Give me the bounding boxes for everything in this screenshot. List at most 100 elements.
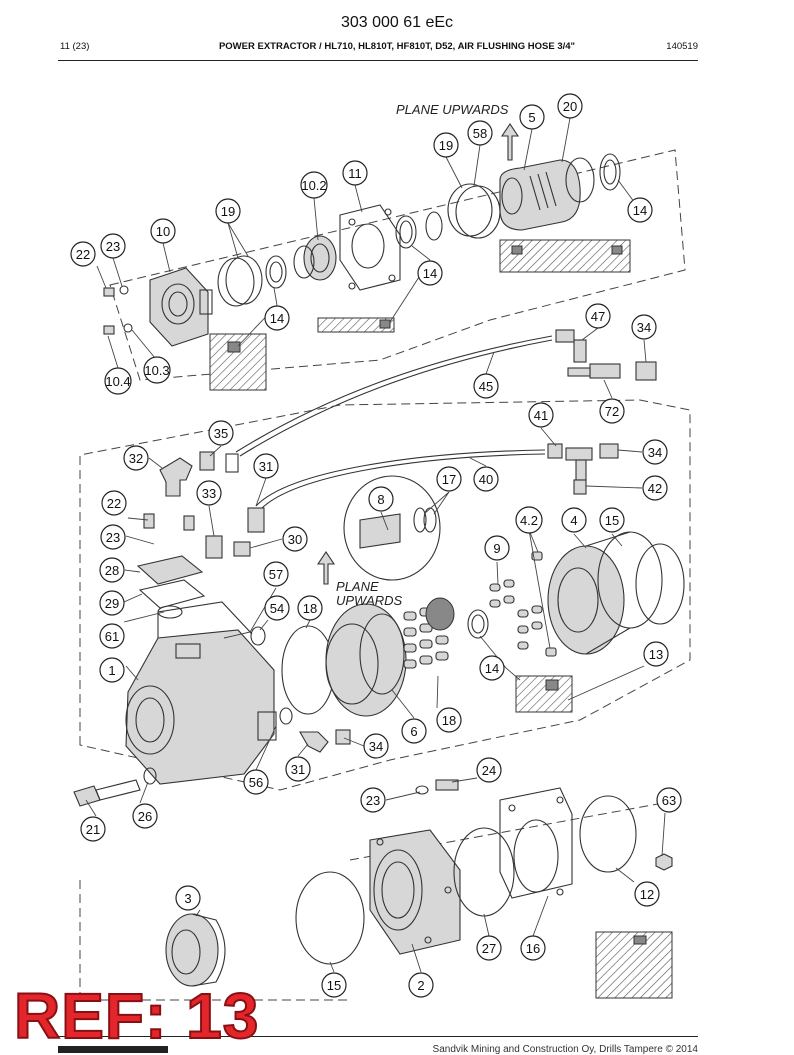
callout-15: 15	[321, 972, 347, 998]
callout-10-3: 10.3	[143, 356, 171, 384]
callout-56: 56	[243, 769, 269, 795]
svg-text:18: 18	[442, 713, 456, 728]
part-33-fitting	[205, 535, 251, 559]
svg-text:12: 12	[640, 887, 654, 902]
svg-text:15: 15	[327, 978, 341, 993]
callout-1: 1	[99, 657, 125, 683]
callout-21: 21	[80, 816, 106, 842]
svg-text:6: 6	[410, 724, 417, 739]
callout-10-2: 10.2	[300, 171, 328, 199]
part-2-end-cover	[369, 829, 461, 955]
callout-8: 8	[368, 486, 394, 512]
svg-text:58: 58	[473, 126, 487, 141]
part-54-ring	[250, 626, 266, 646]
svg-text:34: 34	[369, 739, 383, 754]
callout-41: 41	[528, 402, 554, 428]
page-title: POWER EXTRACTOR / HL710, HL810T, HF810T,…	[218, 41, 576, 52]
svg-text:20: 20	[563, 99, 577, 114]
callout-42: 42	[642, 475, 668, 501]
callout-14: 14	[627, 197, 653, 223]
ref-stamp: REF: 13	[13, 980, 260, 1052]
svg-text:4.2: 4.2	[520, 513, 538, 528]
note-plane-upwards-mid-2: UPWARDS	[336, 593, 403, 608]
callout-27: 27	[476, 935, 502, 961]
svg-text:29: 29	[105, 596, 119, 611]
part-6-piston-sleeve	[325, 603, 407, 717]
callout-22: 22	[101, 490, 127, 516]
callout-14: 14	[479, 655, 505, 681]
svg-text:10.3: 10.3	[144, 363, 169, 378]
part-4-2-pins	[531, 551, 557, 657]
svg-text:21: 21	[86, 822, 100, 837]
part-14-seal-ring-top	[599, 153, 621, 191]
svg-text:34: 34	[648, 445, 662, 460]
part-10-2-bearing	[293, 235, 337, 281]
callout-5: 5	[519, 104, 545, 130]
part-35-nut	[199, 451, 215, 471]
callout-2: 2	[408, 972, 434, 998]
part-31-connector	[247, 507, 265, 533]
callout-18: 18	[436, 707, 462, 733]
callout-10: 10	[150, 218, 176, 244]
svg-text:33: 33	[202, 486, 216, 501]
callout-34: 34	[631, 314, 657, 340]
callout-22: 22	[70, 241, 96, 267]
seal-detail-top-right	[499, 239, 631, 273]
callout-23: 23	[360, 787, 386, 813]
svg-text:54: 54	[270, 601, 284, 616]
svg-text:31: 31	[259, 459, 273, 474]
callout-29: 29	[99, 590, 125, 616]
callout-28: 28	[99, 557, 125, 583]
part-13-o-ring	[635, 543, 685, 625]
callout-20: 20	[557, 93, 583, 119]
part-27-o-ring	[453, 827, 515, 917]
leader-lines	[85, 117, 666, 973]
svg-text:24: 24	[482, 763, 496, 778]
svg-text:14: 14	[633, 203, 647, 218]
part-9-pistons	[403, 579, 543, 669]
svg-text:47: 47	[591, 309, 605, 324]
svg-text:16: 16	[526, 941, 540, 956]
callout-13: 13	[643, 641, 669, 667]
callout-72: 72	[599, 398, 625, 424]
plane-upwards-arrow-mid	[316, 551, 336, 585]
svg-text:27: 27	[482, 941, 496, 956]
part-42-nipple	[573, 479, 587, 495]
part-45-hose	[235, 335, 553, 457]
svg-text:17: 17	[442, 472, 456, 487]
part-11-flange-plate	[339, 204, 401, 291]
callout-3: 3	[175, 885, 201, 911]
svg-text:26: 26	[138, 809, 152, 824]
callout-40: 40	[473, 466, 499, 492]
callout-15: 15	[599, 507, 625, 533]
svg-text:42: 42	[648, 481, 662, 496]
svg-text:28: 28	[105, 563, 119, 578]
svg-text:10.4: 10.4	[105, 374, 130, 389]
seal-detail-bottom-right	[595, 931, 673, 999]
svg-text:56: 56	[249, 775, 263, 790]
part-8-17-inset	[343, 475, 441, 581]
svg-text:3: 3	[184, 891, 191, 906]
svg-text:5: 5	[528, 110, 535, 125]
callout-18: 18	[297, 595, 323, 621]
part-14-ring-left	[265, 255, 287, 289]
callout-47: 47	[585, 303, 611, 329]
svg-text:11: 11	[348, 166, 362, 181]
footer-copyright: Sandvik Mining and Construction Oy, Dril…	[432, 1044, 698, 1055]
callout-35: 35	[208, 420, 234, 446]
seal-detail-left	[209, 333, 267, 391]
part-34-nut-top	[635, 361, 657, 381]
svg-text:35: 35	[214, 426, 228, 441]
part-63-nut	[655, 853, 673, 871]
svg-text:13: 13	[649, 647, 663, 662]
callout-63: 63	[656, 787, 682, 813]
callout-26: 26	[132, 803, 158, 829]
callout-12: 12	[634, 881, 660, 907]
lower-assembly-outline	[79, 799, 681, 1001]
plane-upwards-arrow-top	[500, 123, 520, 161]
part-47-tee-fitting	[555, 329, 587, 363]
callout-54: 54	[264, 595, 290, 621]
part-15-o-ring-bottom	[295, 871, 365, 965]
svg-text:19: 19	[221, 204, 235, 219]
